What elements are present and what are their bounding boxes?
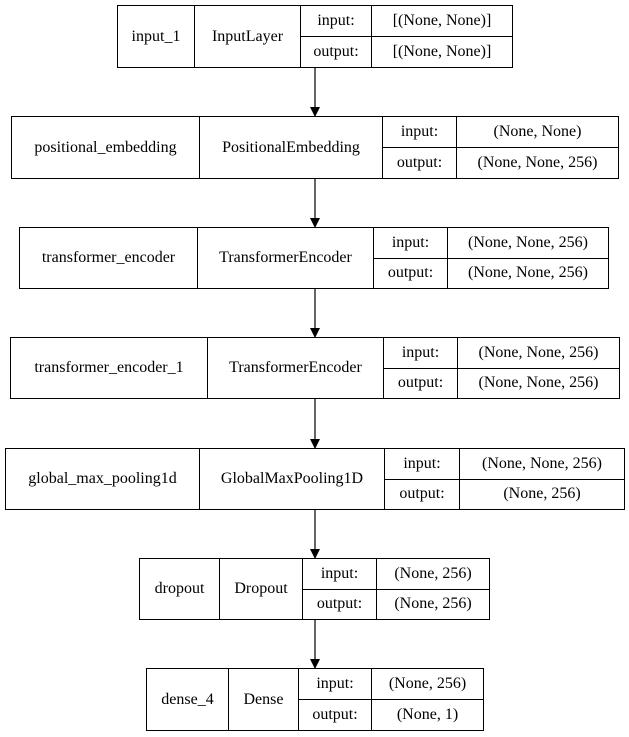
input-shape-row: input: (None, None, 256) [374,228,608,258]
input-shape-value: [(None, None)] [392,12,492,29]
output-label: output: [299,700,372,730]
layer-name: transformer_encoder_1 [11,338,208,398]
output-label: output: [383,148,457,178]
input-shape-value: (None, 256) [388,675,467,692]
output-label: output: [384,368,458,398]
output-shape-value: (None, None, 256) [468,264,588,282]
layer-type: TransformerEncoder [208,338,384,398]
output-shape-value: (None, 1) [396,706,459,723]
shape-table: input: (None, None, 256) output: (None, … [384,338,619,398]
output-shape-row: output: (None, None, 256) [384,367,619,398]
input-label: input: [299,669,372,699]
layer-type: TransformerEncoder [198,228,374,288]
input-label: input: [374,228,448,258]
input-shape-row: input: (None, None) [383,117,618,147]
layer-type: Dropout [220,559,303,619]
output-shape-row: output: (None, None, 256) [374,257,608,288]
output-shape-value: (None, 256) [394,595,472,613]
input-shape-row: input: [(None, None)] [301,6,512,36]
layer-node-positional-embedding: positional_embedding PositionalEmbedding… [11,116,619,179]
output-shape-row: output: (None, 256) [385,478,624,509]
input-shape-value: (None, 256) [394,564,472,582]
input-shape-row: input: (None, 256) [299,669,483,699]
output-shape-value: (None, None, 256) [477,154,598,171]
output-shape-row: output: (None, None, 256) [383,147,618,178]
input-shape-value: (None, None, 256) [482,454,602,472]
layer-node-transformer-encoder: transformer_encoder TransformerEncoder i… [19,227,609,289]
input-shape-value: (None, None) [493,123,582,140]
layer-name: dropout [140,559,220,619]
layer-node-transformer-encoder-1: transformer_encoder_1 TransformerEncoder… [10,337,620,399]
shape-table: input: (None, 256) output: (None, 256) [303,559,489,619]
input-label: input: [384,338,458,368]
layer-name: input_1 [118,6,195,67]
shape-table: input: (None, None, 256) output: (None, … [385,449,624,509]
output-shape-value: (None, None, 256) [478,374,599,392]
input-shape-row: input: (None, None, 256) [385,449,624,479]
output-label: output: [301,37,372,67]
output-shape-row: output: (None, 1) [299,699,483,730]
layer-node-dense-4: dense_4 Dense input: (None, 256) output:… [146,668,484,731]
shape-table: input: [(None, None)] output: [(None, No… [301,6,512,67]
shape-table: input: (None, None, 256) output: (None, … [374,228,608,288]
layer-type: GlobalMaxPooling1D [200,449,385,509]
shape-table: input: (None, 256) output: (None, 1) [299,669,483,730]
output-label: output: [374,258,448,288]
input-shape-row: input: (None, 256) [303,559,489,589]
layer-name: global_max_pooling1d [6,449,200,509]
output-shape-row: output: [(None, None)] [301,36,512,67]
input-label: input: [383,117,457,147]
output-shape-value: [(None, None)] [392,43,492,60]
output-label: output: [303,589,377,619]
output-label: output: [385,479,460,509]
shape-table: input: (None, None) output: (None, None,… [383,117,618,178]
layer-name: dense_4 [147,669,229,730]
input-shape-value: (None, None, 256) [478,343,599,361]
layer-node-dropout: dropout Dropout input: (None, 256) outpu… [139,558,490,620]
input-shape-value: (None, None, 256) [468,233,588,251]
layer-node-global-max-pooling1d: global_max_pooling1d GlobalMaxPooling1D … [5,448,625,510]
input-label: input: [385,449,460,479]
layer-type: PositionalEmbedding [200,117,383,178]
output-shape-value: (None, 256) [503,485,581,503]
output-shape-row: output: (None, 256) [303,588,489,619]
input-label: input: [303,559,377,589]
layer-name: transformer_encoder [20,228,198,288]
layer-name: positional_embedding [12,117,200,178]
input-label: input: [301,6,372,36]
layer-type: InputLayer [195,6,301,67]
layer-type: Dense [229,669,299,730]
input-shape-row: input: (None, None, 256) [384,338,619,368]
layer-node-input-1: input_1 InputLayer input: [(None, None)]… [117,5,513,68]
